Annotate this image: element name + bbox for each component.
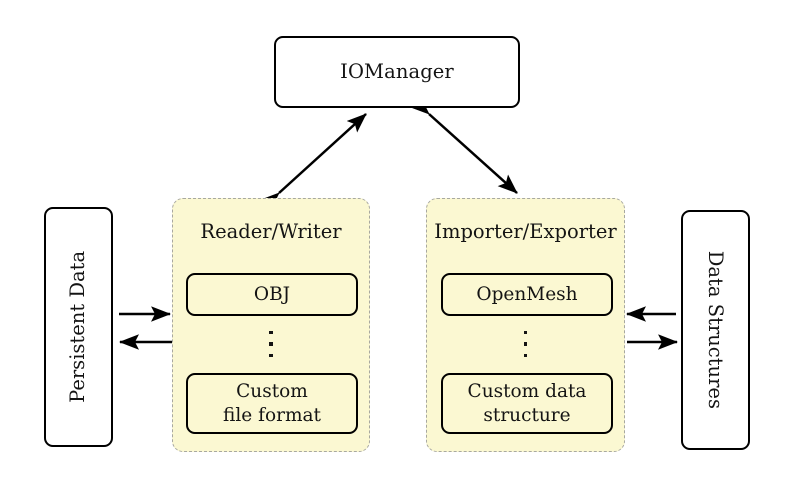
node-custom-file-format[interactable]: Custom file format xyxy=(186,373,358,434)
group-importer-exporter[interactable]: Importer/Exporter OpenMesh Custom data s… xyxy=(426,198,625,452)
group-reader-writer[interactable]: Reader/Writer OBJ Custom file format xyxy=(172,198,370,452)
node-custom-file-format-label: Custom file format xyxy=(223,380,321,426)
group-reader-writer-title: Reader/Writer xyxy=(200,220,342,243)
vertical-ellipsis-icon xyxy=(427,331,624,358)
node-custom-data-structure-label: Custom data structure xyxy=(468,380,587,426)
node-openmesh[interactable]: OpenMesh xyxy=(441,273,613,316)
node-custom-file-format-line2: file format xyxy=(223,404,321,426)
iomanager-node[interactable]: IOManager xyxy=(274,36,520,108)
data-structures-node[interactable]: Data Structures xyxy=(681,210,750,450)
persistent-data-label: Persistent Data xyxy=(66,250,90,404)
connector-manager-importerexporter xyxy=(409,95,518,194)
vertical-ellipsis-icon xyxy=(173,331,369,358)
node-obj[interactable]: OBJ xyxy=(186,273,358,316)
connector-manager-readerwriter xyxy=(259,113,367,212)
persistent-data-node[interactable]: Persistent Data xyxy=(44,207,113,447)
node-obj-label: OBJ xyxy=(253,283,291,305)
node-openmesh-label: OpenMesh xyxy=(476,283,578,305)
node-custom-data-structure-line1: Custom data xyxy=(467,381,587,403)
node-custom-data-structure[interactable]: Custom data structure xyxy=(441,373,613,434)
iomanager-label: IOManager xyxy=(340,60,454,84)
node-custom-data-structure-line2: structure xyxy=(483,404,571,426)
data-structures-label: Data Structures xyxy=(704,250,728,410)
group-importer-exporter-title: Importer/Exporter xyxy=(434,220,617,243)
node-custom-file-format-line1: Custom xyxy=(236,381,308,403)
